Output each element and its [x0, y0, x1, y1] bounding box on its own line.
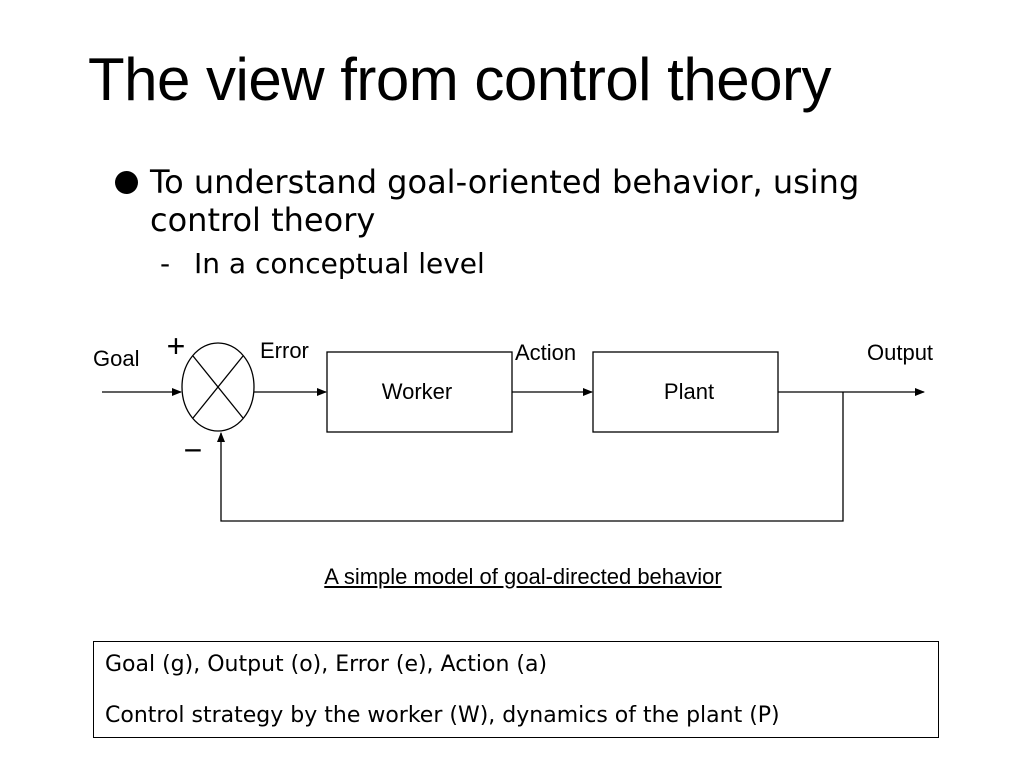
- minus-sign: −: [184, 432, 203, 468]
- sub-bullet-text: In a conceptual level: [194, 247, 485, 280]
- diagram-caption: A simple model of goal-directed behavior: [324, 564, 722, 589]
- sub-bullet-dash: -: [160, 247, 171, 280]
- feedback-path: [217, 392, 844, 522]
- definitions-line: Control strategy by the worker (W), dyna…: [105, 703, 780, 728]
- slide-title: The view from control theory: [88, 46, 831, 113]
- bullet-text: To understand goal-oriented behavior, us…: [150, 163, 860, 239]
- goal-label: Goal: [93, 346, 139, 371]
- plant-block: [592, 351, 779, 433]
- plant-label: Plant: [664, 379, 714, 404]
- summing-junction: [181, 342, 255, 432]
- definitions-line: Goal (g), Output (o), Error (e), Action …: [105, 652, 548, 677]
- bullet-dot-icon: [115, 171, 138, 194]
- output-label: Output: [867, 340, 933, 365]
- worker-label: Worker: [382, 379, 453, 404]
- action-label: Action: [515, 340, 576, 365]
- definitions-box: Goal (g), Output (o), Error (e), Action …: [93, 641, 939, 738]
- error-label: Error: [260, 338, 309, 363]
- plus-sign: +: [167, 328, 186, 364]
